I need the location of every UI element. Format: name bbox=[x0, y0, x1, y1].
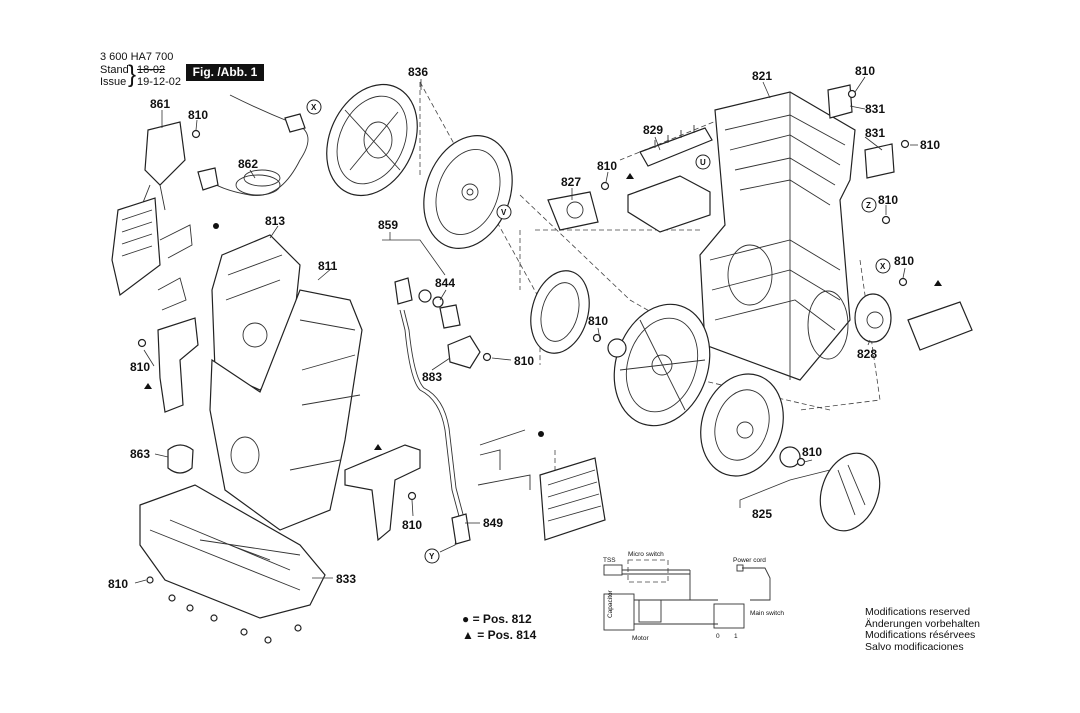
label-810-831: 810 bbox=[920, 138, 940, 152]
label-811: 811 bbox=[318, 259, 338, 273]
schem-main-switch: Main switch bbox=[750, 610, 784, 617]
ref-letter-x: X bbox=[880, 262, 886, 271]
legend-text: = Pos. 812 bbox=[472, 612, 532, 626]
part-831-brackets bbox=[827, 84, 895, 179]
label-810-top-right: 810 bbox=[855, 64, 875, 78]
label-828: 828 bbox=[857, 347, 877, 361]
label-883: 883 bbox=[422, 370, 442, 384]
part-821-frame bbox=[699, 91, 856, 381]
part-reel-disc bbox=[423, 135, 513, 249]
label-861: 861 bbox=[150, 97, 170, 111]
part-wheel-inner bbox=[613, 303, 711, 427]
ref-letter-u: U bbox=[700, 158, 706, 167]
legend-text: = Pos. 814 bbox=[477, 628, 537, 642]
ref-letter-v: V bbox=[501, 208, 507, 217]
schem-off: 0 bbox=[716, 633, 720, 640]
part-lance-holder bbox=[344, 444, 421, 542]
legend-symbol: ● bbox=[462, 612, 470, 626]
label-827: 827 bbox=[561, 175, 581, 189]
part-labels: 836 821 810 861 810 831 831 810 829 862 … bbox=[108, 64, 940, 591]
schem-motor: Motor bbox=[632, 635, 649, 642]
part-883-gun-holder bbox=[447, 335, 481, 369]
screws bbox=[137, 89, 910, 644]
note-es: Salvo modificaciones bbox=[865, 640, 964, 653]
marker-symbols bbox=[144, 173, 942, 450]
part-861-switch bbox=[141, 121, 186, 211]
part-center-panel bbox=[477, 429, 606, 541]
wiring-schematic: TSS Micro switch Power cord Capacitor Mo… bbox=[603, 551, 784, 642]
label-810-base: 810 bbox=[108, 577, 128, 591]
note-de: Änderungen vorbehalten bbox=[865, 617, 981, 630]
label-859: 859 bbox=[378, 218, 398, 232]
issue-value: 19-12-02 bbox=[137, 76, 182, 88]
figure-label: Fig. /Abb. 1 bbox=[186, 64, 264, 81]
ref-letter-y: Y bbox=[429, 552, 435, 561]
ref-letter-z: Z bbox=[866, 201, 871, 210]
note-fr: Modifications résérvees bbox=[865, 629, 976, 641]
label-831: 831 bbox=[865, 126, 885, 140]
ref-letter-x-top: X bbox=[311, 103, 317, 112]
label-844: 844 bbox=[435, 276, 455, 290]
part-tray bbox=[627, 175, 711, 233]
label-862: 862 bbox=[238, 157, 258, 171]
stand-value: 18-02 bbox=[137, 64, 166, 76]
label-810-883: 810 bbox=[514, 354, 534, 368]
part-hub-cap bbox=[819, 452, 881, 532]
part-side-bracket bbox=[157, 317, 199, 413]
legend-symbol: ▲ bbox=[462, 628, 474, 642]
part-862-cord bbox=[197, 94, 309, 197]
part-833-base bbox=[139, 484, 326, 619]
part-828-connector bbox=[854, 293, 973, 351]
label-810-hub: 810 bbox=[588, 314, 608, 328]
label-810-holder: 810 bbox=[402, 518, 422, 532]
label-810-825: 810 bbox=[802, 445, 822, 459]
schem-capacitor: Capacitor bbox=[607, 589, 614, 618]
part-827-valve bbox=[547, 191, 599, 231]
note-en: Modifications reserved bbox=[865, 606, 971, 618]
stand-label: Stand bbox=[100, 64, 129, 76]
part-825-wheel bbox=[700, 373, 784, 477]
label-810-x: 810 bbox=[894, 254, 914, 268]
schem-on: 1 bbox=[734, 633, 738, 640]
schem-tss: TSS bbox=[603, 557, 616, 564]
label-825: 825 bbox=[752, 507, 772, 521]
part-836-reel-housing bbox=[326, 83, 418, 197]
label-813: 813 bbox=[265, 214, 285, 228]
part-863-knob bbox=[167, 444, 194, 474]
label-810-861: 810 bbox=[188, 108, 208, 122]
leader-lines bbox=[134, 76, 918, 584]
label-810-left: 810 bbox=[130, 360, 150, 374]
issue-label: Issue bbox=[100, 76, 127, 88]
part-844-fittings bbox=[394, 277, 461, 329]
modification-notes: Modifications reserved Änderungen vorbeh… bbox=[865, 606, 981, 653]
brace: } bbox=[128, 61, 137, 88]
label-831-top: 831 bbox=[865, 102, 885, 116]
reference-letters: X V U Z X Y bbox=[306, 99, 891, 564]
part-side-grille bbox=[111, 197, 193, 311]
label-836: 836 bbox=[408, 65, 428, 79]
schem-micro-switch: Micro switch bbox=[628, 551, 664, 558]
label-863: 863 bbox=[130, 447, 150, 461]
part-811-housing bbox=[209, 289, 363, 531]
label-810-827: 810 bbox=[597, 159, 617, 173]
legend-item-812: ● = Pos. 812 bbox=[462, 612, 532, 626]
label-833: 833 bbox=[336, 572, 356, 586]
label-810-z: 810 bbox=[878, 193, 898, 207]
part-829-rack bbox=[639, 125, 713, 167]
part-hub-cover bbox=[530, 270, 590, 354]
doc-code: 3 600 HA7 700 bbox=[100, 51, 174, 63]
label-829: 829 bbox=[643, 123, 663, 137]
legend-item-814: ▲ = Pos. 814 bbox=[462, 628, 536, 642]
part-849-hose bbox=[399, 309, 471, 553]
schem-power-cord: Power cord bbox=[733, 557, 766, 564]
label-821: 821 bbox=[752, 69, 772, 83]
part-hubs-small bbox=[607, 338, 801, 468]
label-849: 849 bbox=[483, 516, 503, 530]
